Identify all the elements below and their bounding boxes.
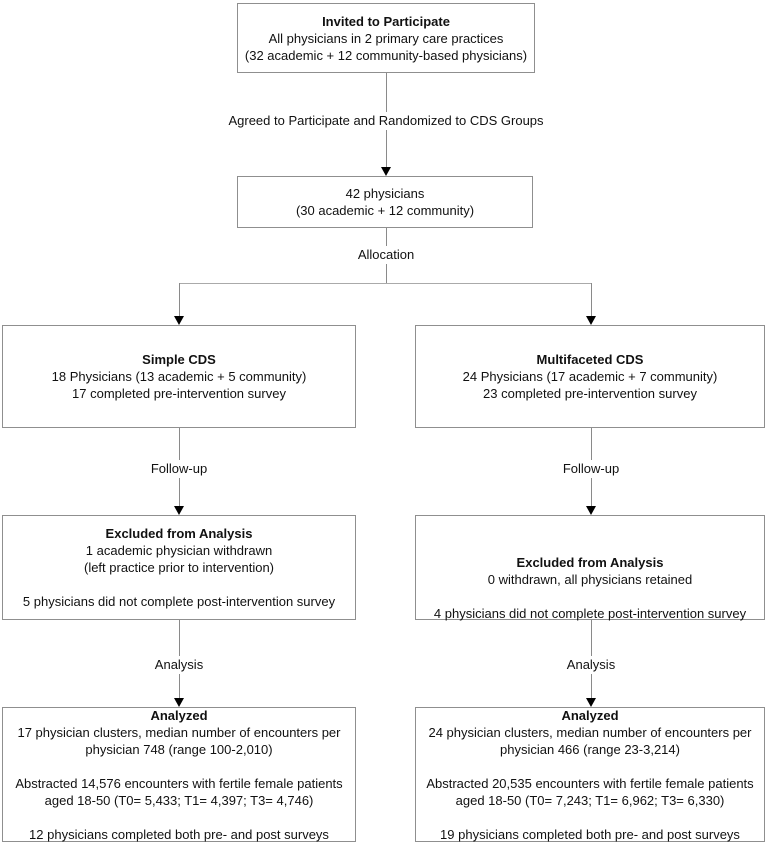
arrowhead-excluded-right [586, 506, 596, 515]
arrowhead-randomized [381, 167, 391, 176]
box-multifaceted-cds: Multifaceted CDS 24 Physicians (17 acade… [415, 325, 765, 428]
label-allocation: Allocation [352, 246, 420, 264]
box-excluded-multifaceted-title: Excluded from Analysis [516, 555, 664, 570]
box-invited: Invited to Participate All physicians in… [237, 3, 535, 73]
box-analyzed-simple-text: 17 physician clusters, median number of … [15, 724, 343, 842]
box-excluded-simple: Excluded from Analysis 1 academic physic… [2, 515, 356, 620]
label-followup-left: Follow-up [145, 460, 213, 478]
box-simple-cds-text: 18 Physicians (13 academic + 5 community… [51, 369, 307, 401]
label-followup-right: Follow-up [557, 460, 625, 478]
box-multifaceted-cds-text: 24 Physicians (17 academic + 7 community… [462, 369, 718, 401]
box-excluded-simple-text: 1 academic physician withdrawn(left prac… [22, 543, 336, 609]
arrowhead-excluded-left [174, 506, 184, 515]
arrowhead-multifaceted-cds [586, 316, 596, 325]
branch-right-drop [591, 283, 592, 317]
label-analysis-right: Analysis [561, 656, 621, 674]
arrowhead-analyzed-right [586, 698, 596, 707]
box-analyzed-multifaceted-title: Analyzed [561, 707, 619, 723]
box-simple-cds-title: Simple CDS [142, 352, 216, 367]
box-invited-title: Invited to Participate [322, 13, 450, 29]
arrowhead-analyzed-left [174, 698, 184, 707]
label-agreed: Agreed to Participate and Randomized to … [223, 112, 549, 130]
box-analyzed-multifaceted-text: 24 physician clusters, median number of … [426, 724, 754, 842]
branch-left-drop [179, 283, 180, 317]
box-multifaceted-cds-title: Multifaceted CDS [536, 352, 644, 367]
box-invited-text: All physicians in 2 primary care practic… [244, 30, 528, 63]
box-analyzed-simple: Analyzed 17 physician clusters, median n… [2, 707, 356, 842]
label-analysis-left: Analysis [149, 656, 209, 674]
box-excluded-multifaceted: Excluded from Analysis 0 withdrawn, all … [415, 515, 765, 621]
branch-horizontal-line [179, 283, 592, 284]
arrowhead-simple-cds [174, 316, 184, 325]
box-analyzed-multifaceted: Analyzed 24 physician clusters, median n… [415, 707, 765, 842]
box-analyzed-simple-title: Analyzed [150, 707, 208, 723]
box-randomized: 42 physicians(30 academic + 12 community… [237, 176, 533, 228]
box-randomized-text: 42 physicians(30 academic + 12 community… [295, 186, 475, 218]
box-simple-cds: Simple CDS 18 Physicians (13 academic + … [2, 325, 356, 428]
box-excluded-simple-title: Excluded from Analysis [105, 526, 253, 541]
